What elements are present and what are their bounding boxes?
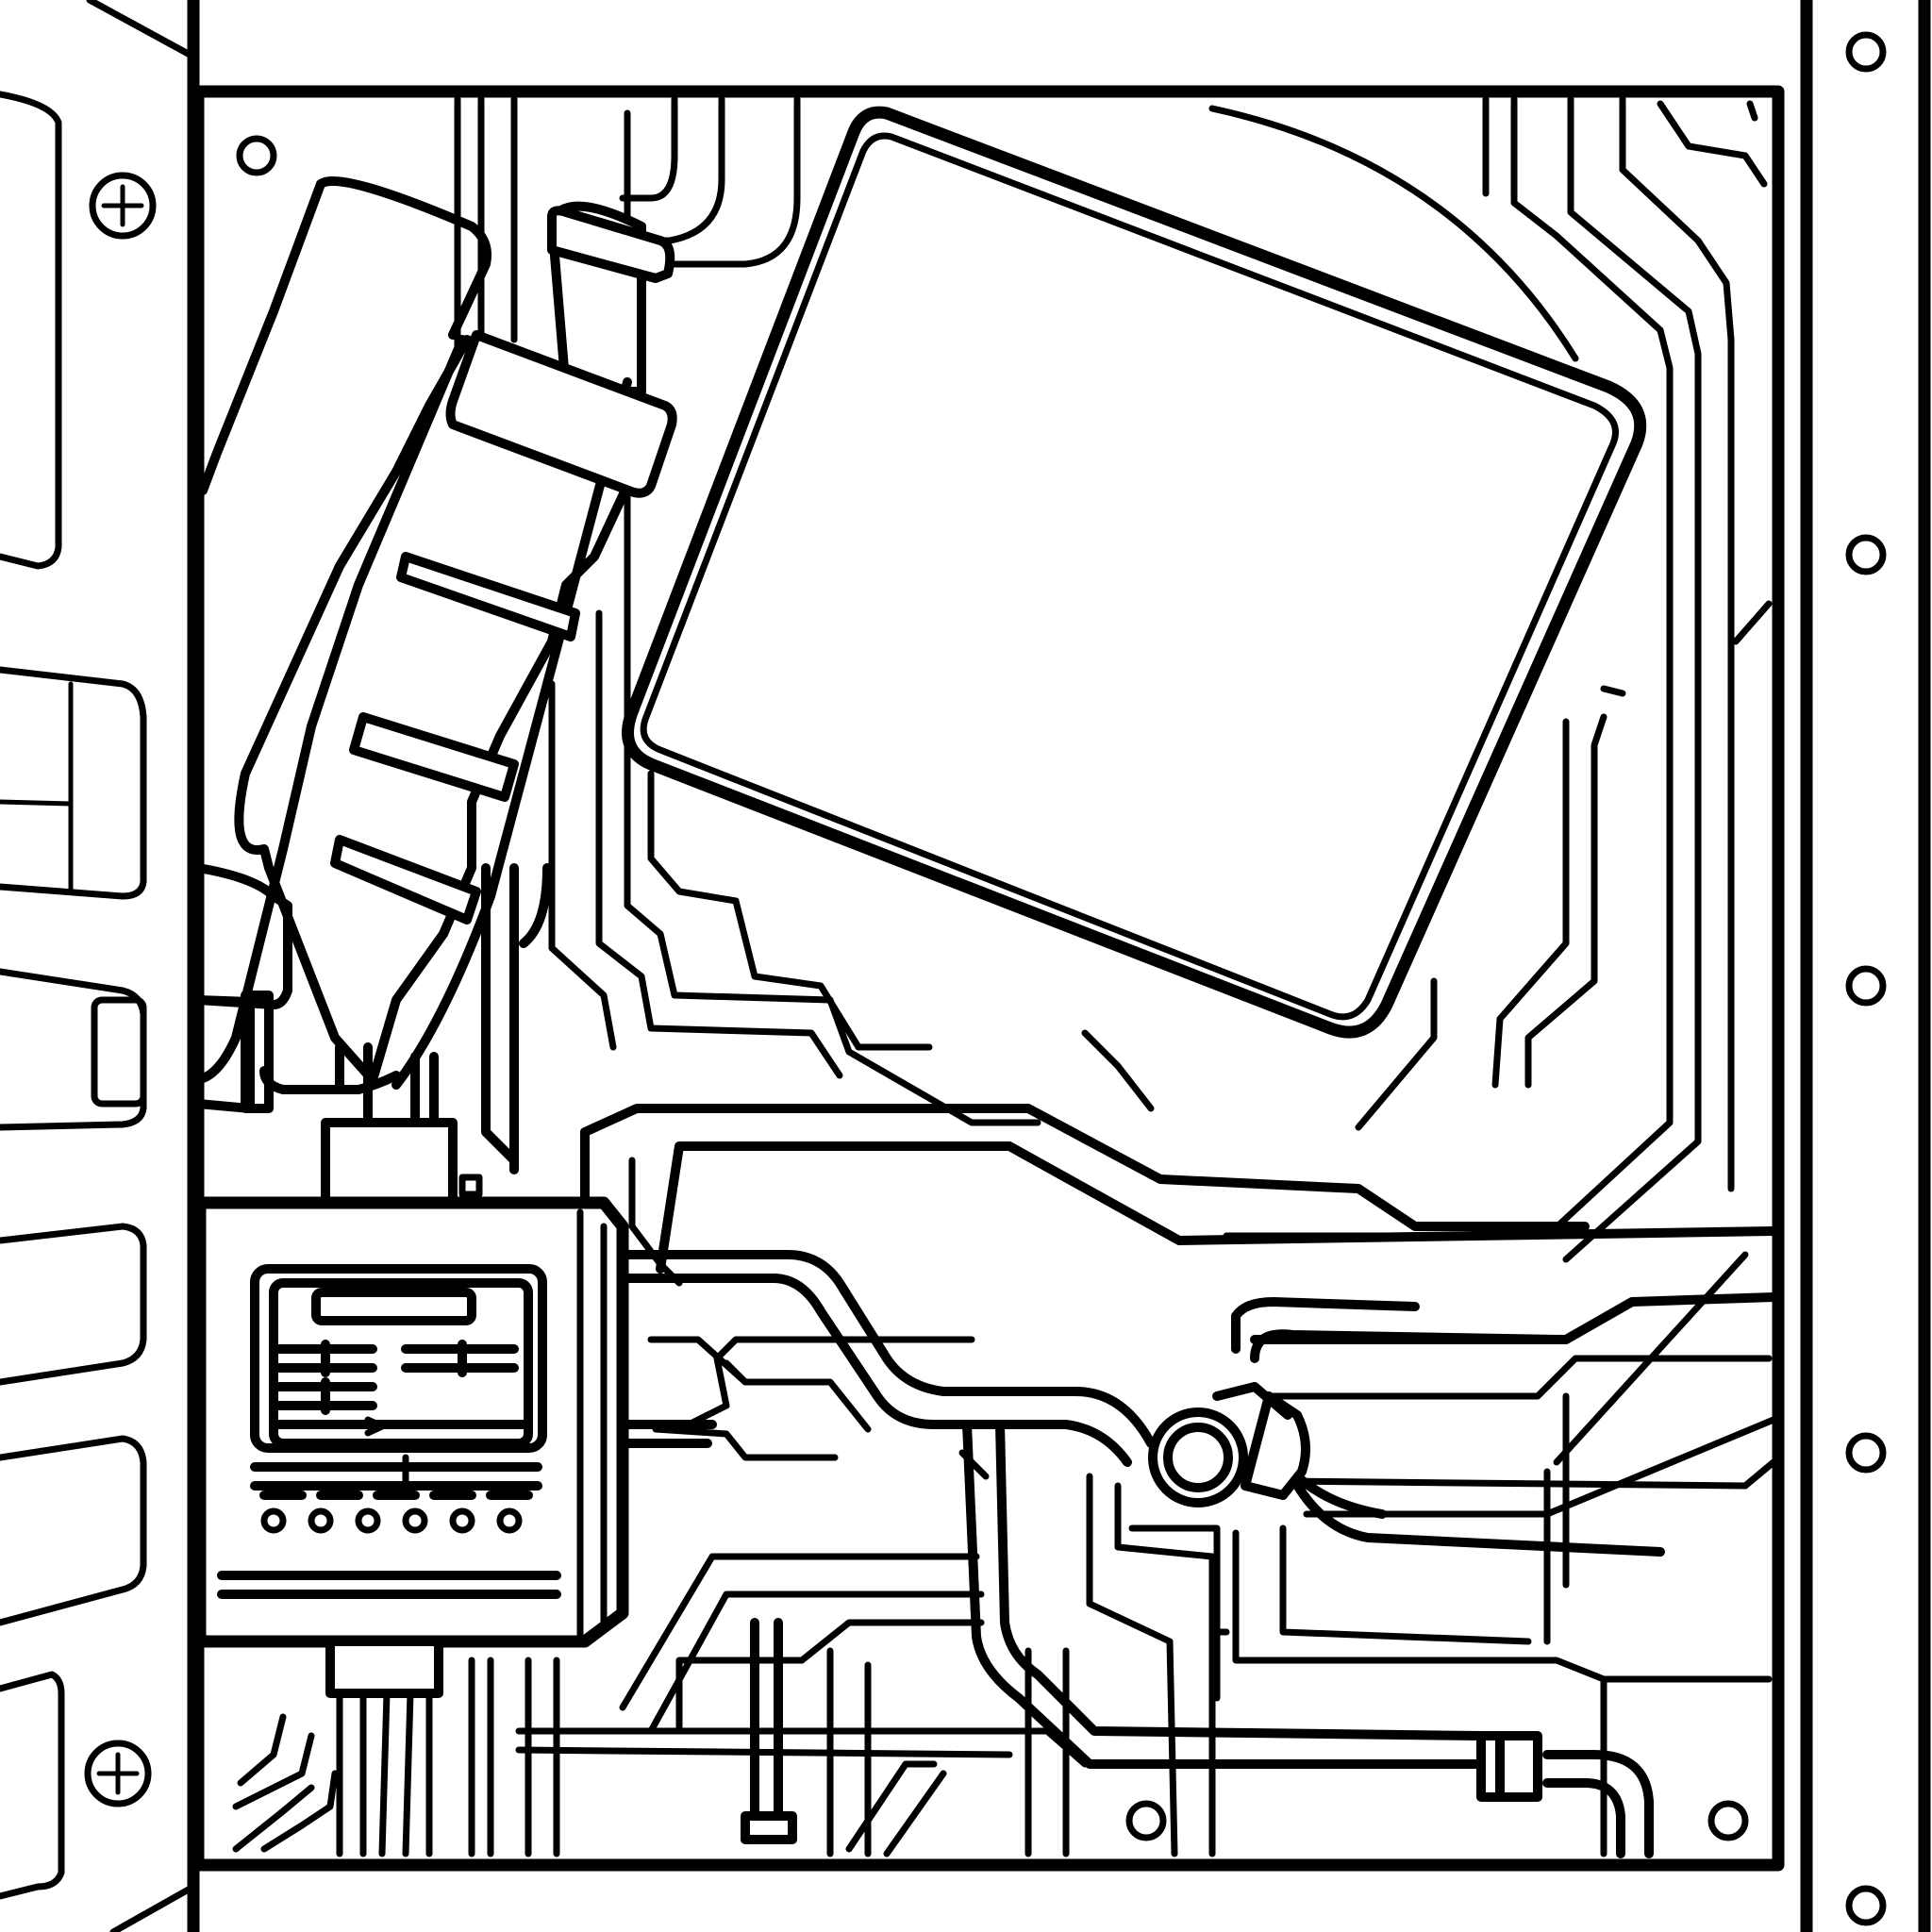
- wall-slot: [0, 666, 147, 900]
- rivet-icon: [1707, 1800, 1749, 1841]
- rivet-icon: [1845, 1432, 1887, 1474]
- control-box: [193, 1118, 1156, 1857]
- right-rail: [1800, 0, 1931, 1932]
- indicator-light-icon: [355, 1507, 381, 1534]
- panel-frame: [192, 85, 1785, 1872]
- screw-head-icon: [89, 172, 157, 240]
- wall-slot: [0, 1223, 147, 1386]
- rivet-icon: [1845, 31, 1887, 73]
- indicator-light-icon: [260, 1507, 287, 1534]
- circuit-traces: [232, 95, 1778, 1857]
- pipe-clamp-icon: [396, 552, 580, 641]
- pipe-clamp-icon: [445, 330, 677, 498]
- rivet-icon: [1845, 1885, 1887, 1926]
- indicator-light-icon: [308, 1507, 334, 1534]
- display-indicators: [269, 1340, 533, 1437]
- wall-slot: [0, 91, 62, 570]
- pipe-clamp-icon: [547, 206, 675, 283]
- pipe-clamp-icon: [330, 835, 481, 924]
- square-screen-panel: [622, 106, 1647, 1039]
- wall-slot: [0, 1671, 65, 1900]
- valve-icon: [741, 1297, 1665, 1858]
- indicator-light-icon: [402, 1507, 428, 1534]
- indicator-light-icon: [496, 1507, 523, 1534]
- indicator-light-icon: [449, 1507, 475, 1534]
- wall-tab: [91, 996, 147, 1108]
- pipe-clamp-icon: [1476, 1731, 1542, 1802]
- left-wall: [0, 0, 200, 1932]
- vertical-pipe: [189, 176, 677, 1174]
- rivet-icon: [1845, 965, 1887, 1007]
- rivet-icon: [1125, 1800, 1167, 1841]
- pipe-clamp-icon: [349, 712, 519, 802]
- display-readout: [311, 1288, 476, 1325]
- pipe-clamp-icon: [741, 1811, 797, 1844]
- rivet-icon: [1845, 534, 1887, 575]
- rivet-icon: [236, 135, 277, 176]
- screw-head-icon: [84, 1740, 152, 1807]
- wall-slot: [0, 1435, 147, 1626]
